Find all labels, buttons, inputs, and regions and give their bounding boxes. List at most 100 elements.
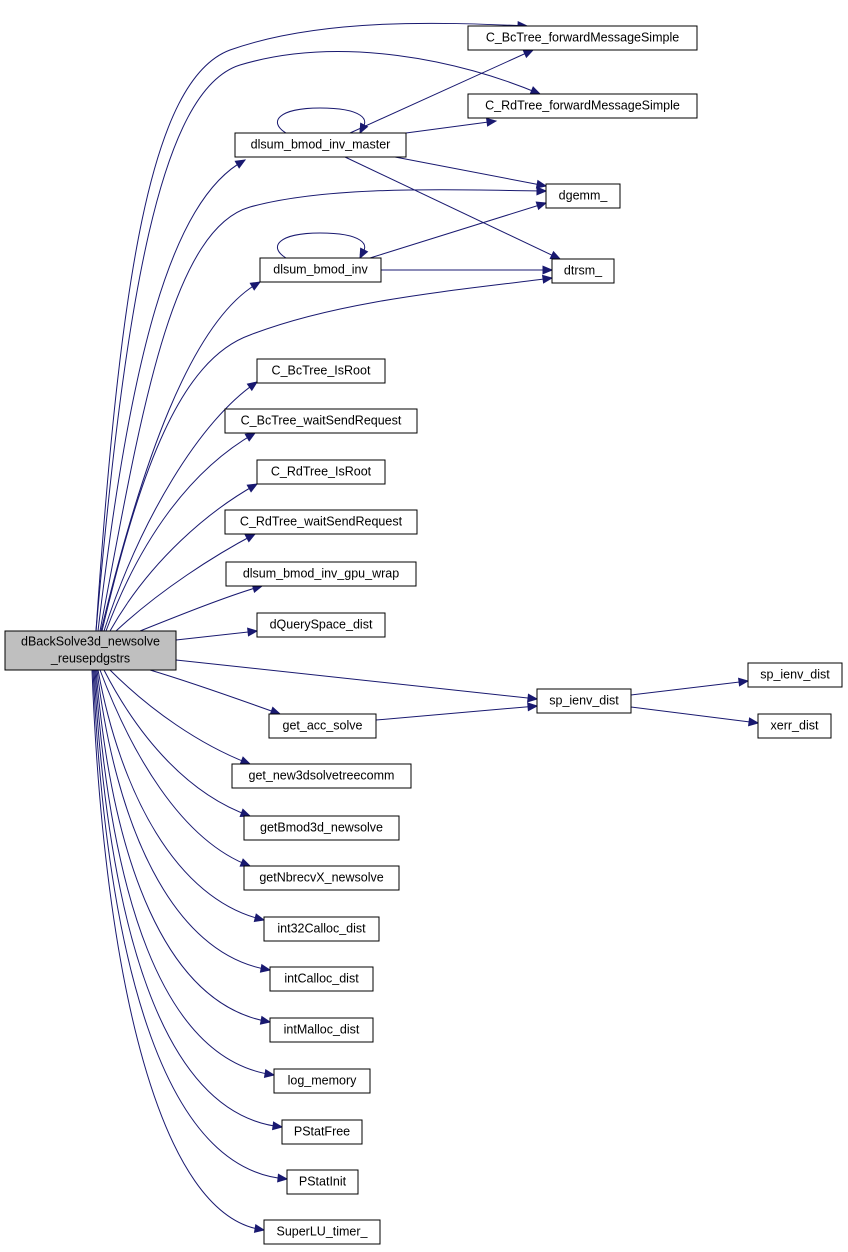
node-c-rdtree-isroot[interactable]: C_RdTree_IsRoot bbox=[256, 459, 386, 485]
node-label: dlsum_bmod_inv bbox=[273, 262, 368, 276]
edge-root-getnew3d bbox=[109, 669, 251, 765]
node-superlu-timer[interactable]: SuperLU_timer_ bbox=[263, 1219, 381, 1245]
arrowhead-root-getbmod bbox=[239, 808, 252, 817]
node-label: getBmod3d_newsolve bbox=[260, 820, 383, 834]
node-label: xerr_dist bbox=[771, 718, 819, 732]
edge-root-getbmod bbox=[103, 669, 251, 817]
node-c-rdtree-forwardmessagesimple[interactable]: C_RdTree_forwardMessageSimple bbox=[467, 93, 698, 119]
node-label: C_RdTree_forwardMessageSimple bbox=[485, 98, 680, 112]
edge-root-getacc bbox=[149, 669, 281, 715]
node-dlsum-bmod-inv[interactable]: dlsum_bmod_inv bbox=[259, 257, 382, 283]
arrowhead-master-bcfwd bbox=[522, 49, 535, 59]
edge-root-dgemm bbox=[99, 189, 547, 632]
node-sp-ienv-dist[interactable]: sp_ienv_dist bbox=[536, 688, 632, 714]
arrowhead-master-dgemm bbox=[535, 179, 548, 189]
arrowhead-inv-dtrsm bbox=[542, 265, 554, 275]
node-log-memory[interactable]: log_memory bbox=[273, 1068, 371, 1094]
node-label: PStatInit bbox=[299, 1174, 347, 1188]
node-dlsum-bmod-inv-master[interactable]: dlsum_bmod_inv_master bbox=[234, 132, 407, 158]
edge-root-dquery bbox=[175, 630, 258, 641]
edge-root-bcwait bbox=[105, 432, 256, 632]
node-get-acc-solve[interactable]: get_acc_solve bbox=[268, 713, 377, 739]
arrowhead-root-rdfwd bbox=[529, 86, 542, 95]
arrowhead-getacc-spienv bbox=[527, 702, 539, 712]
arrowhead-root-inv bbox=[249, 281, 262, 291]
node-xerr-dist[interactable]: xerr_dist bbox=[757, 713, 832, 739]
arrowhead-root-intmalloc bbox=[259, 1015, 272, 1025]
node-label: sp_ienv_dist bbox=[549, 693, 619, 707]
arrowhead-root-timer bbox=[253, 1223, 266, 1233]
node-c-rdtree-waitsendrequest[interactable]: C_RdTree_waitSendRequest bbox=[224, 509, 418, 535]
node-c-bctree-isroot[interactable]: C_BcTree_IsRoot bbox=[256, 358, 386, 384]
edge-root-int32calloc bbox=[97, 669, 265, 921]
arrowhead-root-logmem bbox=[263, 1068, 276, 1078]
arrowhead-root-rdroot bbox=[246, 483, 259, 493]
arrowhead-root-master bbox=[234, 159, 247, 169]
edge-root-inv bbox=[100, 281, 261, 632]
edge-root-intmalloc bbox=[95, 669, 271, 1023]
node-label: dQuerySpace_dist bbox=[270, 617, 373, 631]
node-get-new3dsolvetreecomm[interactable]: get_new3dsolvetreecomm bbox=[231, 763, 412, 789]
node-dbacksolve3d-newsolve-reusepdgstrs[interactable]: dBackSolve3d_newsolve _reusepdgstrs bbox=[4, 630, 177, 671]
arrowhead-root-spienv bbox=[527, 693, 539, 703]
node-label: C_RdTree_waitSendRequest bbox=[240, 514, 403, 528]
node-label: getNbrecvX_newsolve bbox=[259, 870, 383, 884]
edge-root-gpuwrap bbox=[139, 585, 263, 632]
arrowhead-master-dtrsm bbox=[549, 250, 562, 260]
node-intcalloc-dist[interactable]: intCalloc_dist bbox=[269, 966, 374, 992]
node-c-bctree-forwardmessagesimple[interactable]: C_BcTree_forwardMessageSimple bbox=[467, 25, 698, 51]
node-label: log_memory bbox=[288, 1073, 358, 1087]
node-label: SuperLU_timer_ bbox=[276, 1224, 368, 1238]
node-getnbrecvx-newsolve[interactable]: getNbrecvX_newsolve bbox=[243, 865, 400, 891]
edge-root-rdfwd bbox=[95, 51, 541, 632]
edge-root-getnbrecv bbox=[99, 669, 251, 867]
node-label: C_BcTree_waitSendRequest bbox=[241, 413, 402, 427]
node-int32calloc-dist[interactable]: int32Calloc_dist bbox=[263, 916, 380, 942]
edge-root-rdroot bbox=[109, 483, 258, 632]
node-dtrsm[interactable]: dtrsm_ bbox=[551, 258, 615, 284]
edge-master-dtrsm bbox=[344, 156, 561, 260]
edge-root-dtrsm bbox=[101, 277, 553, 632]
node-pstatinit[interactable]: PStatInit bbox=[286, 1169, 359, 1195]
arrowhead-inv-dgemm bbox=[535, 201, 548, 211]
arrowhead-root-dgemm bbox=[536, 186, 548, 196]
edge-root-bcfwd bbox=[95, 22, 528, 632]
node-intmalloc-dist[interactable]: intMalloc_dist bbox=[269, 1017, 374, 1043]
arrowhead-root-bcroot bbox=[246, 381, 259, 392]
edge-master-self bbox=[276, 107, 366, 134]
edge-getacc-spienv bbox=[375, 705, 538, 721]
arrowhead-root-bcwait bbox=[244, 432, 257, 442]
edge-root-master bbox=[97, 159, 246, 632]
root-label-line-1: dBackSolve3d_newsolve bbox=[21, 634, 160, 648]
node-label: get_acc_solve bbox=[283, 718, 363, 732]
node-label: dlsum_bmod_inv_gpu_wrap bbox=[243, 566, 399, 580]
arrowhead-root-int32calloc bbox=[253, 913, 266, 923]
edge-root-bcroot bbox=[103, 381, 258, 632]
edge-root-pstatfree bbox=[93, 669, 283, 1128]
node-pstatfree[interactable]: PStatFree bbox=[281, 1119, 363, 1145]
node-label: C_BcTree_forwardMessageSimple bbox=[486, 30, 679, 44]
call-edges bbox=[91, 21, 760, 1233]
node-label: sp_ienv_dist bbox=[760, 667, 830, 681]
edge-root-logmem bbox=[94, 669, 275, 1076]
edge-root-pstatinit bbox=[92, 669, 288, 1180]
node-dlsum-bmod-inv-gpu-wrap[interactable]: dlsum_bmod_inv_gpu_wrap bbox=[225, 561, 417, 587]
node-getbmod3d-newsolve[interactable]: getBmod3d_newsolve bbox=[243, 815, 400, 841]
edge-root-intcalloc bbox=[96, 669, 271, 971]
arrowhead-root-intcalloc bbox=[259, 963, 272, 973]
edge-root-spienv bbox=[175, 659, 538, 700]
root-label-line-2: _reusepdgstrs bbox=[50, 651, 130, 665]
node-label: int32Calloc_dist bbox=[277, 921, 366, 935]
node-c-bctree-waitsendrequest[interactable]: C_BcTree_waitSendRequest bbox=[224, 408, 418, 434]
node-label: C_RdTree_IsRoot bbox=[271, 464, 372, 478]
arrowhead-root-getnbrecv bbox=[239, 858, 252, 867]
arrowhead-inv-self bbox=[359, 247, 369, 260]
arrowhead-root-pstatfree bbox=[271, 1121, 284, 1131]
node-dqueryspace-dist[interactable]: dQuerySpace_dist bbox=[256, 612, 386, 638]
arrowhead-root-getnew3d bbox=[239, 756, 252, 765]
node-dgemm[interactable]: dgemm_ bbox=[545, 183, 621, 209]
arrowhead-master-rdfwd bbox=[485, 117, 498, 127]
node-sp-ienv-dist-leaf[interactable]: sp_ienv_dist bbox=[747, 662, 843, 688]
edge-root-timer bbox=[91, 669, 265, 1231]
